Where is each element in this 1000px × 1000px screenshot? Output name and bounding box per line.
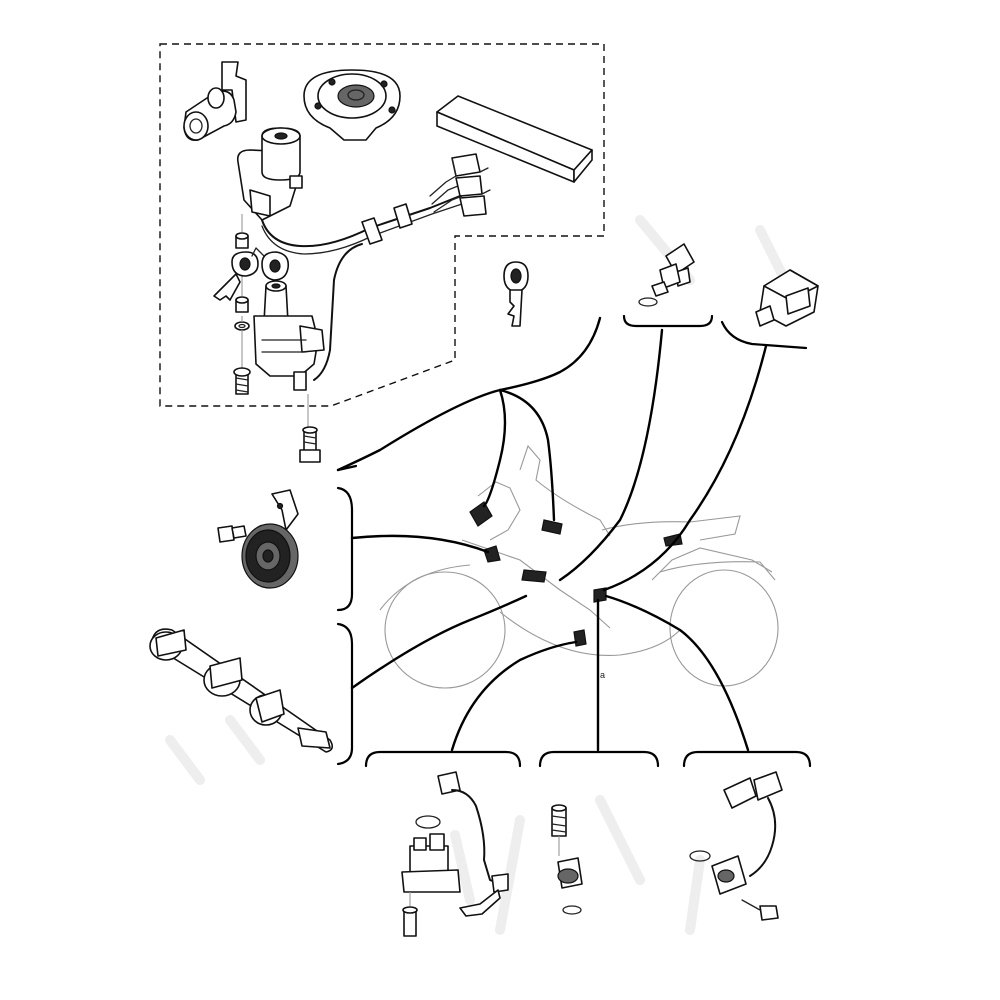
leader-horn <box>350 534 490 554</box>
leader-bottom-left <box>450 640 578 752</box>
fuel-cap <box>303 69 401 141</box>
leader-ignition-to-bike-2 <box>498 388 556 522</box>
handlebar-switch <box>149 628 334 753</box>
horn <box>217 489 299 589</box>
leader-handlebar <box>350 594 528 690</box>
frame-top-right-2 <box>720 320 808 350</box>
frame-bottom-right <box>682 750 812 768</box>
frame-bottom-left <box>364 750 522 768</box>
bracket-bolt <box>299 394 321 463</box>
steering-lock <box>253 280 325 391</box>
leader-sensor-1 <box>558 328 664 582</box>
watermark <box>165 215 795 935</box>
leader-bottom-right <box>604 594 750 752</box>
ignition-set-dashed-box <box>159 43 605 407</box>
frame-bottom-mid <box>538 750 660 768</box>
sensor-bottom-right <box>689 771 783 921</box>
lock-cylinder <box>183 61 247 142</box>
lock-bolt <box>233 367 251 395</box>
sensor-top-right-1 <box>638 243 695 307</box>
sensor-bottom-mid <box>551 804 583 915</box>
frame-ignition <box>336 464 358 472</box>
sensor-bottom-left <box>401 771 509 937</box>
relay-top-right-2 <box>755 269 819 327</box>
motorcycle-outline: a <box>379 444 779 689</box>
frame-top-right-1 <box>622 314 714 328</box>
wire-harness <box>261 153 491 381</box>
spare-key <box>503 261 529 327</box>
leader-ignition-to-bike <box>482 388 507 508</box>
key-set <box>213 247 290 301</box>
leader-lines <box>336 316 768 752</box>
leader-ignition <box>336 316 602 472</box>
frame-handlebar <box>336 622 354 766</box>
cover-plate <box>436 95 593 183</box>
motorcycle-mark: a <box>600 670 605 680</box>
spacer-stack <box>234 214 250 368</box>
leader-relay-2 <box>602 344 768 592</box>
frame-horn <box>336 486 354 612</box>
main-switch <box>236 127 303 221</box>
